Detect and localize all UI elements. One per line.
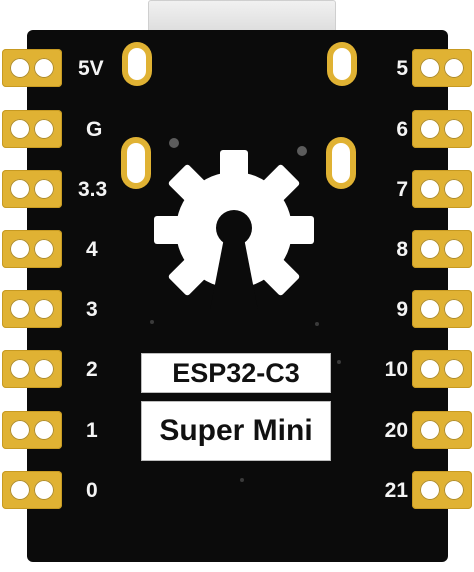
led-dot-right xyxy=(297,146,307,156)
pin-pad-left-g xyxy=(2,110,62,148)
pin-pad-right-9 xyxy=(412,290,472,328)
pin-pad-right-8 xyxy=(412,230,472,268)
pin-label-right: 7 xyxy=(396,178,408,201)
pin-label-right: 6 xyxy=(396,118,408,141)
chip-label: ESP32-C3 xyxy=(141,353,331,393)
pin-pad-right-7 xyxy=(412,170,472,208)
open-source-hardware-gear-icon xyxy=(154,150,314,310)
pin-label-right: 20 xyxy=(384,419,408,442)
pin-pad-right-6 xyxy=(412,110,472,148)
pin-label-left: 4 xyxy=(86,238,98,261)
pin-label-right: 8 xyxy=(396,238,408,261)
pin-pad-left-4 xyxy=(2,230,62,268)
pin-pad-left-3v3 xyxy=(2,170,62,208)
pin-pad-right-20 xyxy=(412,411,472,449)
mounting-slot-mid-right xyxy=(326,137,356,189)
via xyxy=(337,360,341,364)
pin-pad-right-10 xyxy=(412,350,472,388)
pin-label-left: 5V xyxy=(78,57,104,80)
pin-label-left: 0 xyxy=(86,479,98,502)
via xyxy=(315,322,319,326)
pin-label-right: 21 xyxy=(384,479,408,502)
pin-pad-right-21 xyxy=(412,471,472,509)
board-name-label: Super Mini xyxy=(141,401,331,461)
pin-pad-left-5v xyxy=(2,49,62,87)
pin-label-left: 3.3 xyxy=(78,178,108,201)
pin-label-left: 1 xyxy=(86,419,98,442)
via xyxy=(150,320,154,324)
pin-label-left: 3 xyxy=(86,298,98,321)
led-dot-left xyxy=(169,138,179,148)
pin-label-left: G xyxy=(86,118,103,141)
pin-pad-left-0 xyxy=(2,471,62,509)
mounting-slot-mid-left xyxy=(121,137,151,189)
pin-pad-left-2 xyxy=(2,350,62,388)
mounting-slot-top-right xyxy=(327,42,357,86)
pin-pad-left-3 xyxy=(2,290,62,328)
via xyxy=(240,478,244,482)
pin-label-right: 9 xyxy=(396,298,408,321)
pin-pad-left-1 xyxy=(2,411,62,449)
pin-label-right: 10 xyxy=(384,358,408,381)
mounting-slot-top-left xyxy=(122,42,152,86)
pin-pad-right-5 xyxy=(412,49,472,87)
pin-label-left: 2 xyxy=(86,358,98,381)
pin-label-right: 5 xyxy=(396,57,408,80)
